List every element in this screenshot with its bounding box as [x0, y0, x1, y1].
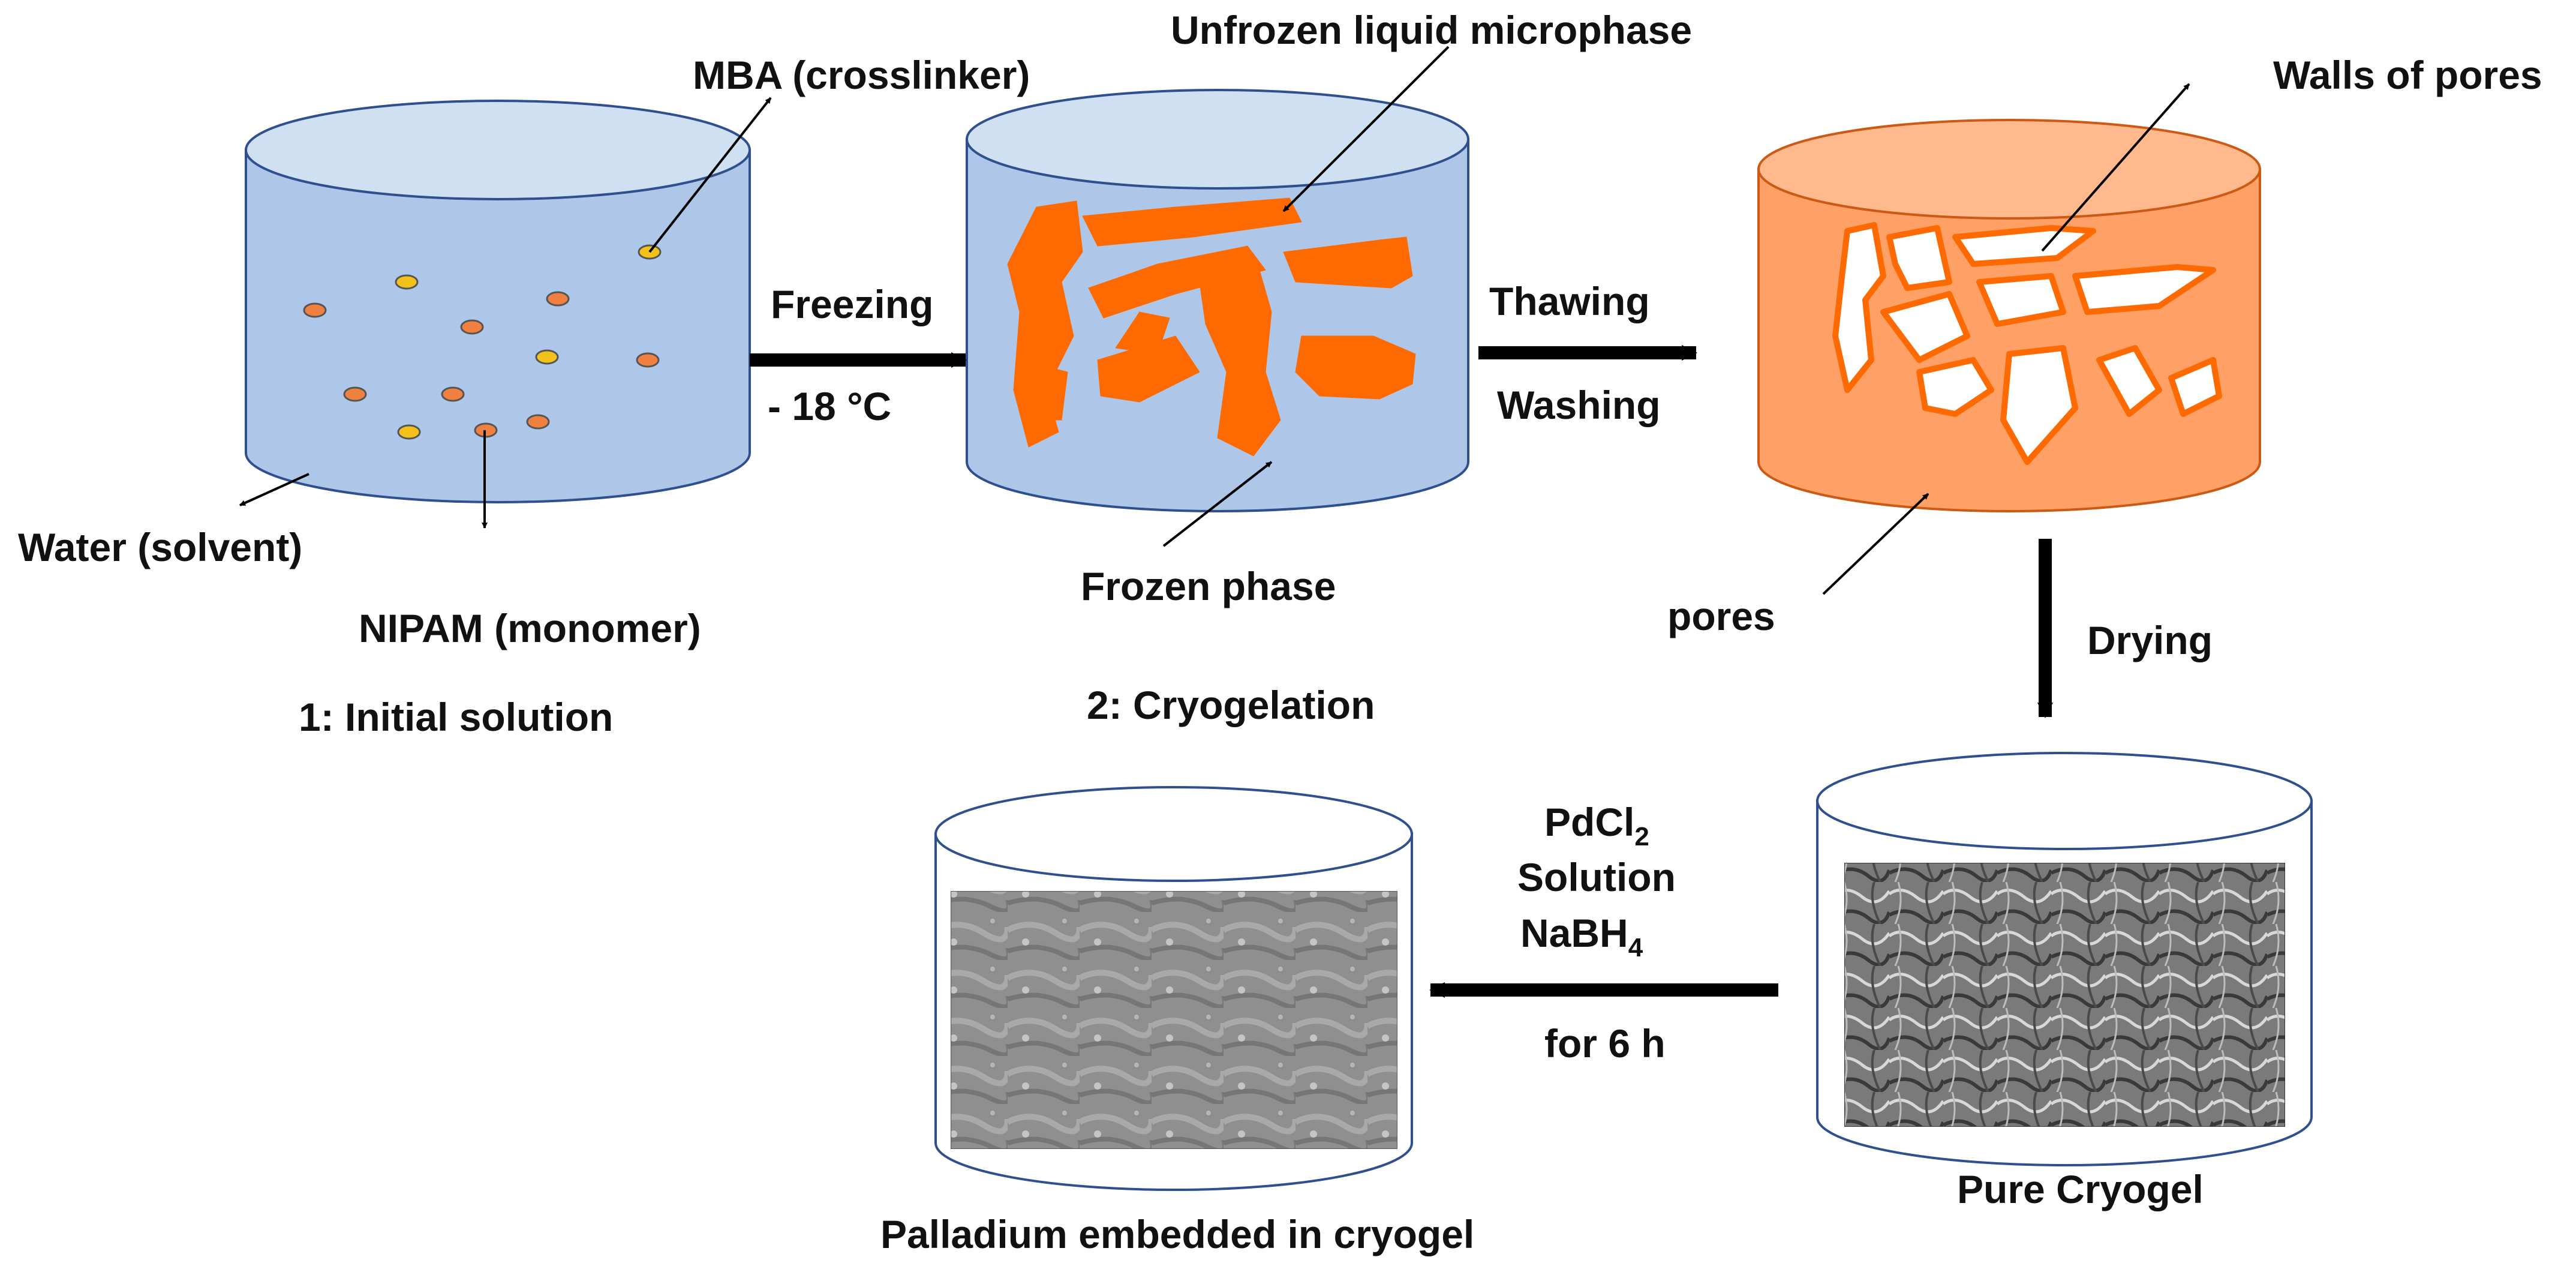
pores-pointer-arrow — [1822, 493, 1929, 595]
water-label: Water (solvent) — [18, 525, 302, 569]
cryogelation-label: 2: Cryogelation — [1087, 683, 1375, 727]
frozen-phase-label: Frozen phase — [1081, 564, 1336, 608]
drying-label: Drying — [2087, 618, 2213, 662]
frozen-pointer-arrow — [1162, 461, 1273, 547]
labels: MBA (crosslinker) Water (solvent) NIPAM … — [18, 8, 2542, 1256]
walls-of-pores-label: Walls of pores — [2273, 53, 2542, 97]
nipam-label: NIPAM (monomer) — [359, 606, 701, 650]
sem-image-pure-cryogel — [1844, 863, 2285, 1127]
nabh4-label: NaBH4 — [1520, 911, 1643, 962]
cylinder-initial-solution — [245, 100, 751, 503]
palladium-label: Palladium embedded in cryogel — [880, 1212, 1474, 1256]
pointer-arrows — [239, 46, 2190, 595]
pore-shapes — [1832, 222, 2222, 465]
walls-pointer-arrow — [2041, 83, 2190, 252]
solution-label: Solution — [1517, 855, 1676, 899]
duration-label: for 6 h — [1544, 1021, 1666, 1066]
process-arrows — [750, 345, 2053, 998]
unfrozen-phase-label: Unfrozen liquid microphase — [1171, 8, 1692, 52]
mba-pointer-arrow — [648, 97, 772, 253]
initial-solution-label: 1: Initial solution — [299, 695, 613, 739]
temperature-label: - 18 °C — [768, 384, 891, 428]
nipam-monomer-dots — [303, 291, 660, 438]
pdcl2-label: PdCl2 — [1544, 800, 1649, 851]
sem-image-palladium-cryogel — [951, 891, 1397, 1149]
frozen-orange-crystals — [1007, 197, 1416, 457]
mba-label: MBA (crosslinker) — [693, 53, 1030, 97]
pure-cryogel-label: Pure Cryogel — [1957, 1167, 2204, 1211]
water-pointer-arrow — [239, 473, 309, 506]
washing-label: Washing — [1497, 383, 1661, 427]
unfrozen-pointer-arrow — [1282, 46, 1450, 212]
pores-label: pores — [1667, 594, 1775, 638]
freezing-label: Freezing — [771, 282, 933, 326]
thawing-label: Thawing — [1489, 279, 1650, 323]
